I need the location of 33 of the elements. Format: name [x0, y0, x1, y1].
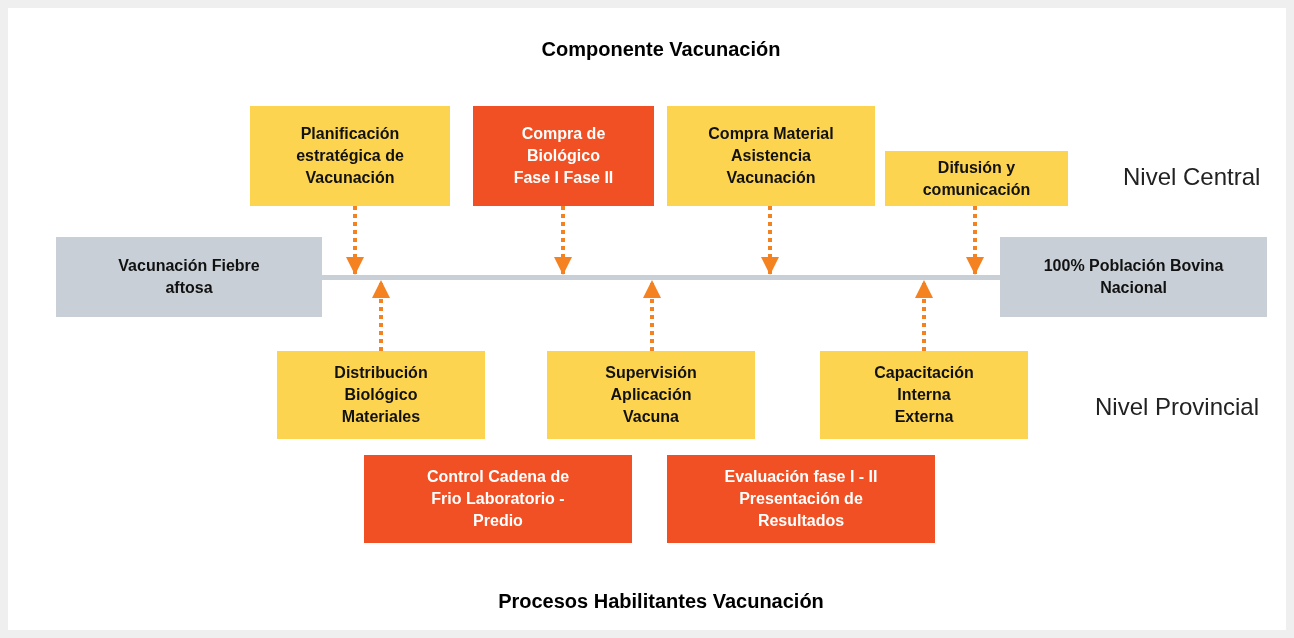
title: Componente Vacunación: [541, 38, 781, 61]
level-label: Nivel Provincial: [1095, 393, 1260, 421]
process-box: [250, 106, 450, 206]
arrow: [372, 280, 390, 351]
box-text: Compra de Biológico Fase I Fase II: [513, 124, 614, 188]
box-text: Compra Material Asistencia Vacunación: [707, 124, 835, 188]
caption: Procesos Habilitantes Vacunación: [498, 590, 824, 613]
process-box: [885, 151, 1068, 206]
arrow: [915, 280, 933, 351]
process-box: [547, 351, 755, 439]
process-box: [277, 351, 485, 439]
arrow: [643, 280, 661, 351]
arrow: [554, 206, 572, 275]
arrow: [966, 206, 984, 275]
box-text: Evaluación fase I - II Presentación de Resultados: [723, 467, 879, 531]
process-box: [667, 455, 935, 543]
box-text: Vacunación Fiebre aftosa: [117, 256, 261, 298]
arrow: [761, 206, 779, 275]
box-text: 100% Población Bovina Nacional: [1042, 256, 1225, 298]
process-box: [364, 455, 632, 543]
box-text: Capacitación Interna Externa: [874, 363, 974, 427]
box-text: Planificación estratégica de Vacunación: [295, 124, 405, 188]
process-box: [473, 106, 654, 206]
box-text: Distribución Biológico Materiales: [333, 363, 429, 427]
box-text: Control Cadena de Frio Laboratorio - Predio: [425, 467, 571, 531]
process-box: [667, 106, 875, 206]
process-box: [820, 351, 1028, 439]
box-text: Supervisión Aplicación Vacuna: [604, 363, 698, 427]
terminal-box: [1000, 237, 1267, 317]
level-label: Nivel Central: [1123, 163, 1261, 191]
terminal-box: [56, 237, 322, 317]
box-text: Difusión y comunicación: [921, 157, 1032, 200]
arrow: [346, 206, 364, 275]
